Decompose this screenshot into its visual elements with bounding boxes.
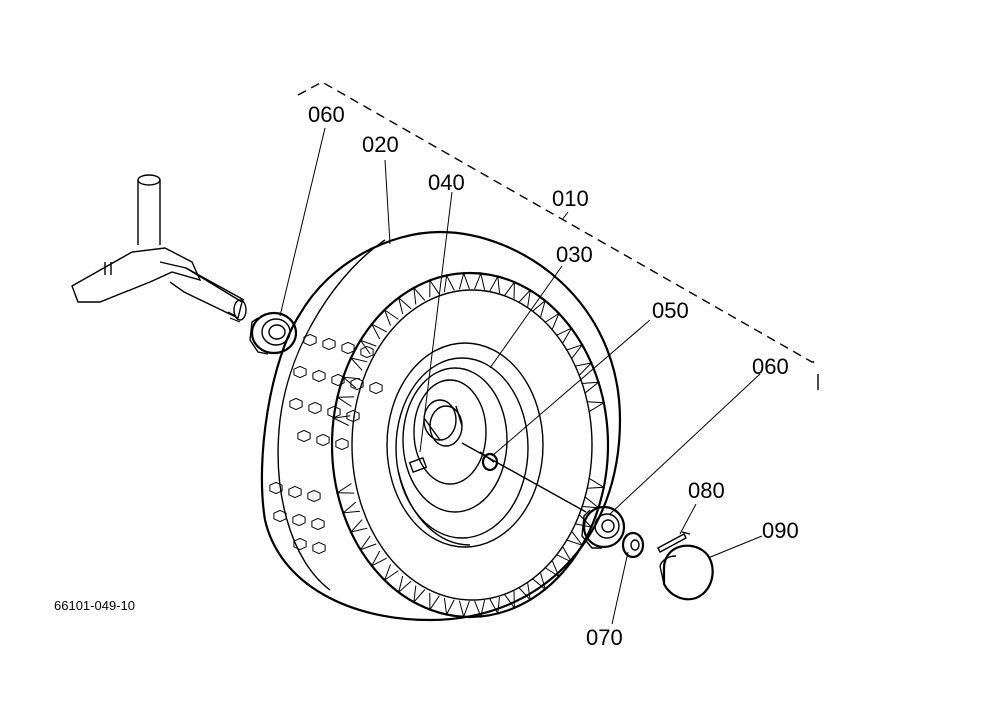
label-part-050: 050 bbox=[652, 298, 689, 323]
label-part-070: 070 bbox=[586, 625, 623, 650]
axle-line bbox=[461, 442, 587, 513]
drawing-code: 66101-049-10 bbox=[54, 598, 135, 613]
hub-cap bbox=[659, 544, 714, 601]
tire bbox=[260, 230, 622, 622]
label-part-020: 020 bbox=[362, 132, 399, 157]
label-part-040: 040 bbox=[428, 170, 465, 195]
hub-bushing bbox=[423, 399, 463, 447]
bearing-right bbox=[581, 505, 626, 549]
label-part-060-right: 060 bbox=[752, 354, 789, 379]
tire-tread-pattern bbox=[269, 271, 606, 619]
spindle-fork bbox=[71, 174, 247, 323]
leader-lines bbox=[279, 127, 763, 625]
valve-stem bbox=[408, 457, 428, 473]
label-part-080: 080 bbox=[688, 478, 725, 503]
label-part-090: 090 bbox=[762, 518, 799, 543]
washer bbox=[621, 531, 645, 559]
label-part-030: 030 bbox=[556, 242, 593, 267]
assembly-bracket-010 bbox=[297, 81, 819, 390]
label-part-060-left: 060 bbox=[308, 102, 345, 127]
wheel-rim bbox=[386, 342, 544, 548]
cotter-pin bbox=[657, 531, 691, 553]
label-part-010: 010 bbox=[552, 186, 589, 211]
